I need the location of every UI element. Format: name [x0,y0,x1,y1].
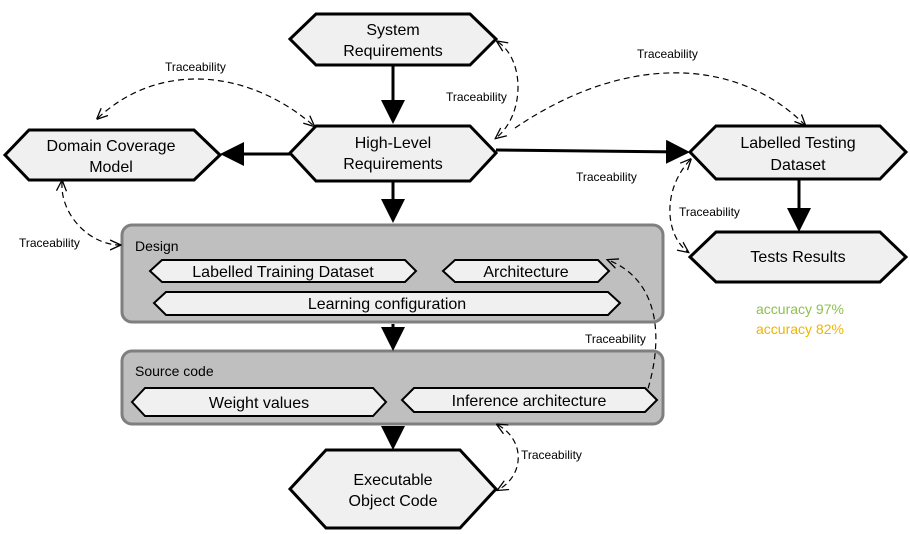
accuracy-97: accuracy 97% [756,301,844,317]
high-level-requirements-node [287,124,499,183]
labelled-testing-dataset-line2: Dataset [770,157,826,174]
inference-architecture-item [400,387,659,413]
weight-values-item [130,387,388,417]
high-level-requirements-line2: Requirements [343,156,443,173]
arrow-hlr-to-ltd [495,139,690,164]
traceability-label-hlr-ltd: Traceability [637,47,698,61]
traceability-label-dcm-design: Traceability [19,236,80,250]
inference-architecture-label: Inference architecture [452,393,607,410]
trace-ltd-tests [669,160,690,252]
trace-sysreq-hlr [496,42,519,138]
labelled-testing-dataset-line1: Labelled Testing [740,135,855,152]
domain-coverage-model-node [2,128,223,182]
traceability-label-dcm-hlr: Traceability [165,60,226,74]
executable-object-code-line1: Executable [353,472,432,489]
trace-dcm-hlr [98,78,314,126]
traceability-label-source-eoc: Traceability [521,448,582,462]
labelled-testing-dataset-node [687,124,909,181]
architecture-item [441,259,611,283]
trace-source-eoc [498,425,519,490]
system-requirements-line2: Requirements [343,43,443,60]
labelled-training-dataset-item [148,259,418,283]
source-code-title: Source code [135,363,214,379]
weight-values-label: Weight values [209,395,309,412]
architecture-label: Architecture [483,264,568,281]
traceability-label-inference: Traceability [585,332,646,346]
traceability-label-sysreq-hlr: Traceability [446,90,507,104]
system-requirements-node [287,12,499,67]
executable-object-code-node [287,448,499,530]
traceability-label-center: Traceability [576,170,637,184]
tests-results-label: Tests Results [750,249,845,266]
labelled-training-dataset-label: Labelled Training Dataset [192,264,374,281]
traceability-label-ltd-tests: Traceability [679,205,740,219]
learning-configuration-label: Learning configuration [308,296,466,313]
trace-dcm-design [62,182,120,245]
trace-inference-architecture [608,260,657,399]
system-requirements-line1: System [366,22,419,39]
executable-object-code-line2: Object Code [349,493,438,510]
learning-configuration-item [152,291,622,316]
high-level-requirements-line1: High-Level [355,135,431,152]
domain-coverage-model-line2: Model [89,159,133,176]
domain-coverage-model-line1: Domain Coverage [47,138,176,155]
accuracy-82: accuracy 82% [756,321,844,337]
trace-hlr-ltd [514,72,805,129]
tests-results-node [687,230,909,284]
design-title: Design [135,238,179,254]
